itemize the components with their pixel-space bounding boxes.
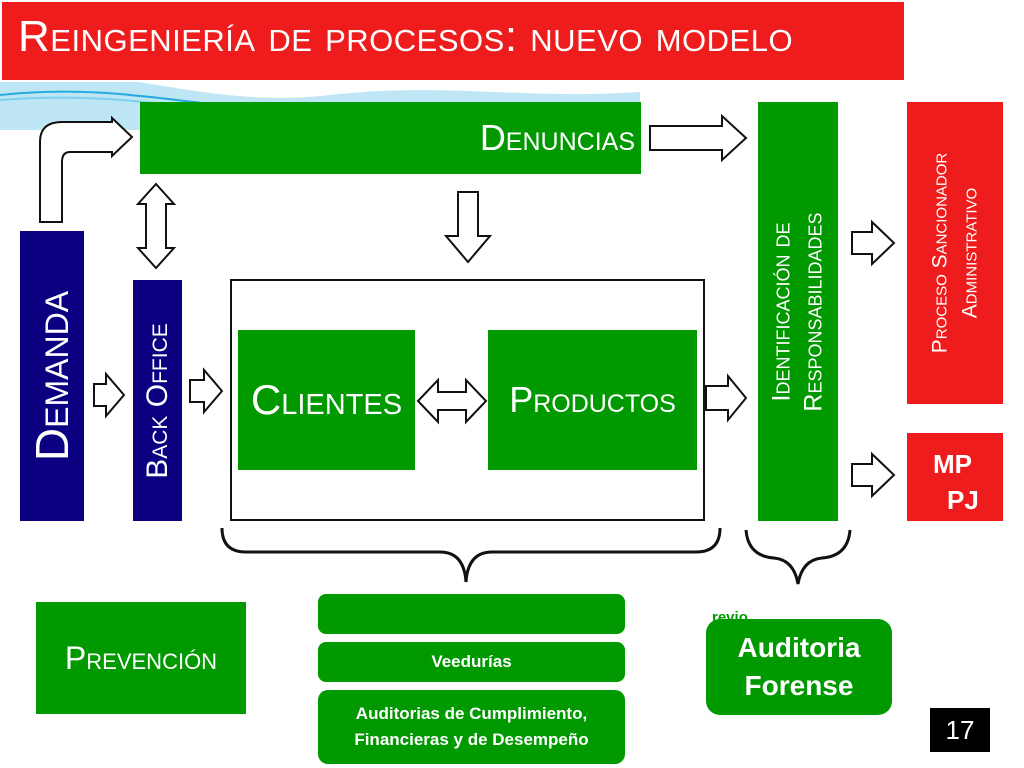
- right-arrow-demanda-icon: [93, 371, 126, 419]
- curly-brace-left-icon: [220, 527, 722, 583]
- double-arrow-horizontal-icon: [416, 377, 488, 425]
- denuncias-label: Denuncias: [479, 117, 635, 158]
- right-arrow-backoffice-icon: [189, 367, 224, 415]
- right-arrow-frame-icon: [705, 373, 748, 423]
- auditorias-box: Auditorias de Cumplimiento, Financieras …: [318, 690, 625, 764]
- empty-green-box: [318, 594, 625, 634]
- pj-label: PJ: [947, 485, 979, 515]
- auditoria-forense-line1: Auditoria: [737, 632, 861, 663]
- auditorias-line2: Financieras y de Desempeño: [354, 730, 589, 749]
- title-bar: Reingeniería de procesos: nuevo modelo: [0, 0, 906, 82]
- proceso-line1: Proceso Sancionador: [928, 152, 952, 354]
- identificacion-line1: Identificación de: [768, 222, 796, 401]
- auditorias-line1: Auditorias de Cumplimiento,: [355, 704, 588, 723]
- productos-label: Productos: [509, 379, 676, 420]
- page-number: 17: [930, 708, 990, 752]
- back-office-box: Back Office: [133, 280, 182, 521]
- demanda-label: Demanda: [26, 290, 79, 462]
- prevencion-label: Prevención: [64, 639, 218, 676]
- clientes-label: Clientes: [250, 376, 403, 423]
- prevencion-box: Prevención: [36, 602, 246, 714]
- right-arrow-mp-icon: [851, 451, 896, 499]
- double-arrow-vertical-icon: [135, 182, 177, 270]
- proceso-line2: Administrativo: [958, 187, 982, 319]
- auditoria-forense-line2: Forense: [744, 670, 854, 701]
- denuncias-box: Denuncias: [140, 102, 641, 174]
- veedurias-label: Veedurías: [431, 652, 512, 671]
- right-arrow-proceso-icon: [851, 219, 896, 267]
- elbow-arrow-icon: [39, 115, 134, 223]
- mp-pj-box: MP PJ: [907, 433, 1003, 521]
- curly-brace-right-icon: [744, 529, 852, 585]
- identificacion-line2: Responsabilidades: [800, 211, 828, 412]
- down-arrow-icon: [443, 191, 493, 264]
- page-title: Reingeniería de procesos: nuevo modelo: [18, 12, 794, 61]
- clientes-box: Clientes: [238, 330, 415, 470]
- back-office-label: Back Office: [140, 322, 174, 479]
- mp-label: MP: [933, 449, 972, 479]
- right-arrow-denuncias-icon: [649, 113, 748, 163]
- auditoria-forense-box: Auditoria Forense: [706, 619, 892, 715]
- proceso-sancionador-box: Proceso Sancionador Administrativo: [907, 102, 1003, 404]
- clientes-productos-frame: [230, 279, 705, 521]
- veedurias-box: Veedurías: [318, 642, 625, 682]
- demanda-box: Demanda: [20, 231, 84, 521]
- productos-box: Productos: [488, 330, 697, 470]
- identificacion-box: Identificación de Responsabilidades: [758, 102, 838, 521]
- page-number-label: 17: [945, 714, 975, 745]
